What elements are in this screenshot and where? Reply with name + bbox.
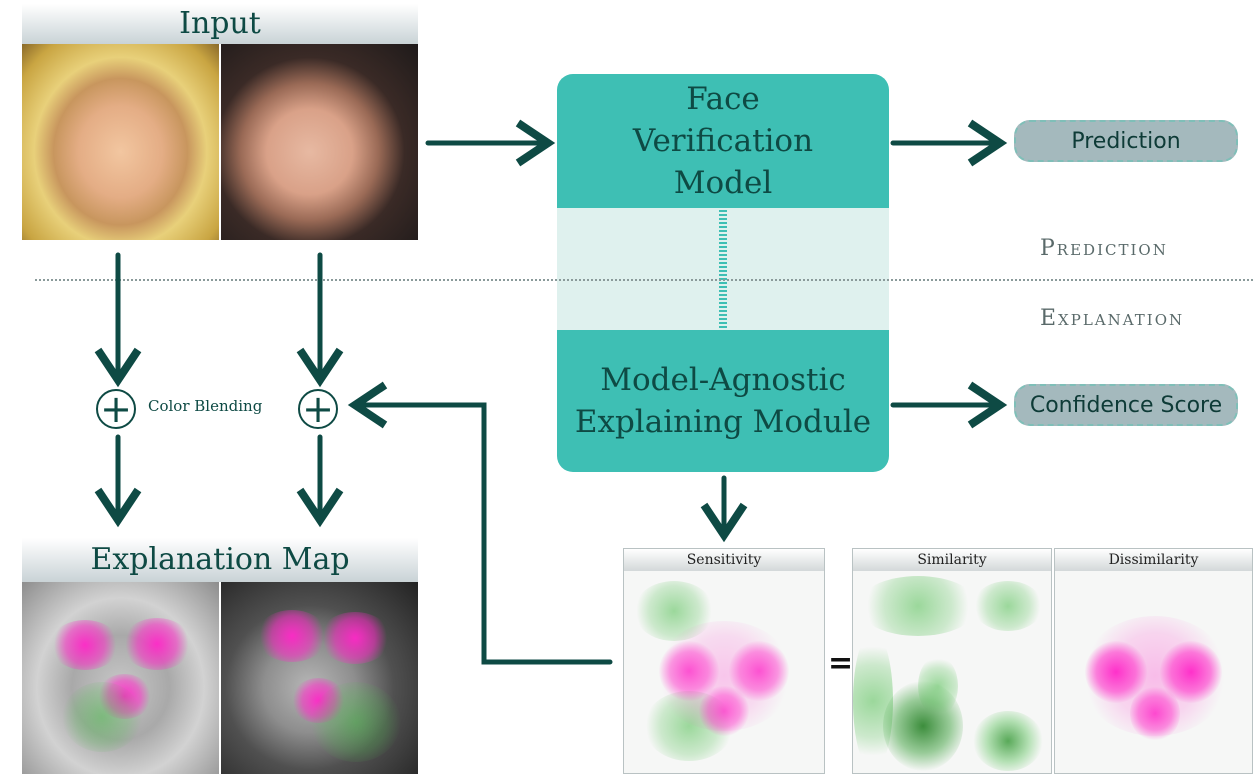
similarity-panel: Similarity (852, 548, 1052, 774)
blend-plus-right: + (298, 389, 338, 429)
explanation-map-title: Explanation Map (22, 538, 418, 582)
sensitivity-panel: Sensitivity (623, 548, 825, 774)
explanation-section-label: Explanation (1040, 306, 1185, 331)
model-title: Face Verification Model (632, 81, 814, 201)
blend-plus-left: + (96, 389, 136, 429)
explanation-face-right (221, 582, 418, 774)
input-face-right (221, 44, 418, 240)
color-blending-label: Color Blending (148, 397, 263, 415)
explaining-module-box: Model-Agnostic Explaining Module (557, 330, 889, 472)
explainer-title: Model-Agnostic Explaining Module (574, 362, 872, 440)
input-title: Input (22, 4, 418, 44)
prediction-section-label: Prediction (1040, 236, 1168, 261)
face-verification-model-box: Face Verification Model (557, 74, 889, 208)
dissimilarity-heatmap (1055, 571, 1252, 773)
explanation-face-left (22, 582, 219, 774)
similarity-heatmap (853, 571, 1051, 773)
similarity-label: Similarity (853, 549, 1051, 571)
sensitivity-heatmap (624, 571, 824, 773)
dissimilarity-panel: Dissimilarity (1054, 548, 1253, 774)
equals-sign: = (828, 646, 854, 681)
dissimilarity-label: Dissimilarity (1055, 549, 1252, 571)
prediction-pill: Prediction (1014, 120, 1238, 162)
connector-dashes (719, 210, 727, 328)
input-face-left (22, 44, 219, 240)
section-divider (35, 279, 1253, 281)
confidence-score-pill: Confidence Score (1014, 384, 1238, 426)
sensitivity-label: Sensitivity (624, 549, 824, 571)
